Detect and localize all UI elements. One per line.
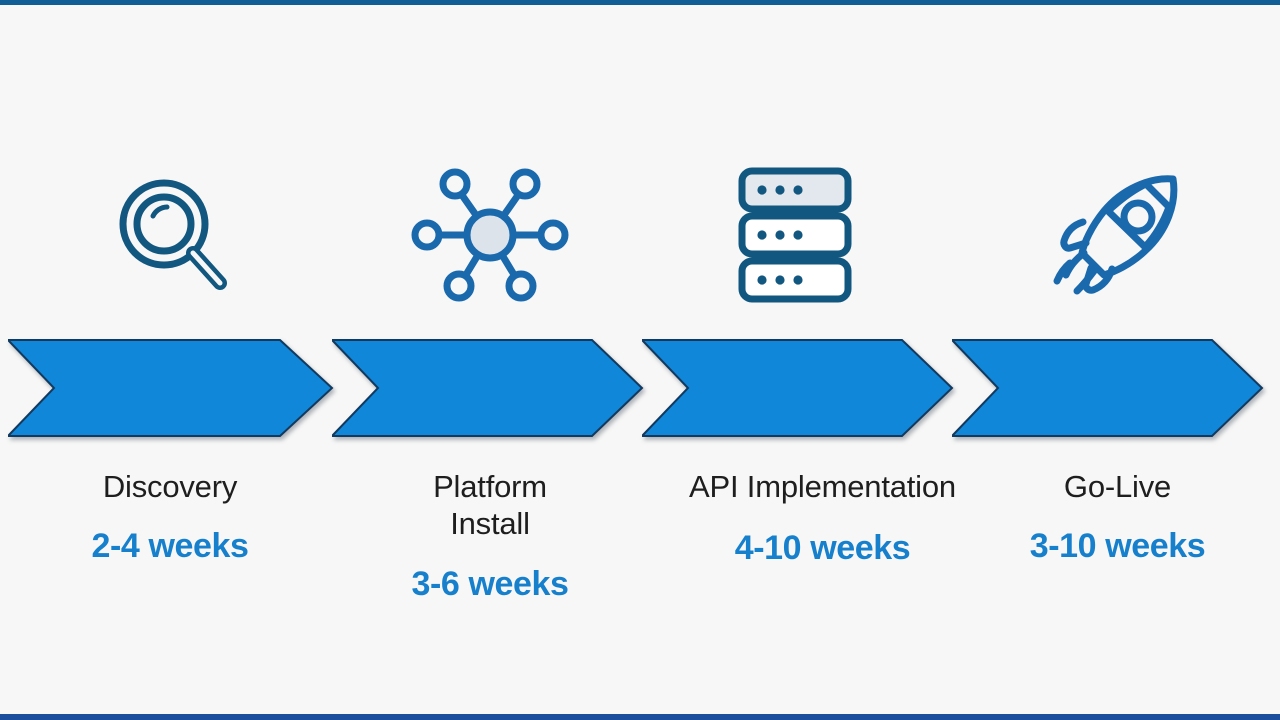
phase-chevron-band — [0, 338, 1280, 442]
phase-chevron-go-live[interactable] — [952, 338, 1264, 438]
server-stack-icon — [738, 167, 852, 303]
phase-label-platform-install: Platform Install 3-6 weeks — [360, 469, 620, 604]
magnifying-glass-icon — [119, 179, 227, 290]
network-hub-icon — [411, 168, 569, 302]
phase-label-row: Discovery 2-4 weeks Platform Install 3-6… — [0, 469, 1280, 659]
phase-chevron-api-implementation[interactable] — [642, 338, 954, 438]
phase-duration-platform-install: 3-6 weeks — [411, 565, 569, 604]
rocket-icon — [1053, 175, 1178, 295]
phase-label-api-implementation: API Implementation 4-10 weeks — [640, 469, 1005, 567]
phase-icon-api-implementation — [690, 155, 900, 315]
phase-duration-discovery: 2-4 weeks — [91, 526, 249, 565]
phase-name-go-live: Go-Live — [1063, 469, 1172, 504]
phase-name-discovery: Discovery — [102, 469, 238, 504]
phase-icon-go-live — [1020, 155, 1220, 315]
phase-label-go-live: Go-Live 3-10 weeks — [1000, 469, 1235, 565]
phase-icon-row — [0, 155, 1280, 315]
phase-name-platform-install: Platform Install — [433, 469, 547, 541]
timeline-diagram: Discovery 2-4 weeks Platform Install 3-6… — [0, 5, 1280, 714]
top-accent-bar — [0, 0, 1280, 5]
phase-icon-platform-install — [380, 155, 600, 315]
phase-chevron-discovery[interactable] — [8, 338, 334, 438]
phase-label-discovery: Discovery 2-4 weeks — [30, 469, 310, 565]
bottom-accent-bar — [0, 714, 1280, 720]
phase-chevron-platform-install[interactable] — [332, 338, 644, 438]
phase-duration-api-implementation: 4-10 weeks — [734, 528, 911, 567]
phase-name-api-implementation: API Implementation — [689, 469, 956, 504]
phase-duration-go-live: 3-10 weeks — [1029, 526, 1206, 565]
phase-icon-discovery — [60, 155, 280, 315]
